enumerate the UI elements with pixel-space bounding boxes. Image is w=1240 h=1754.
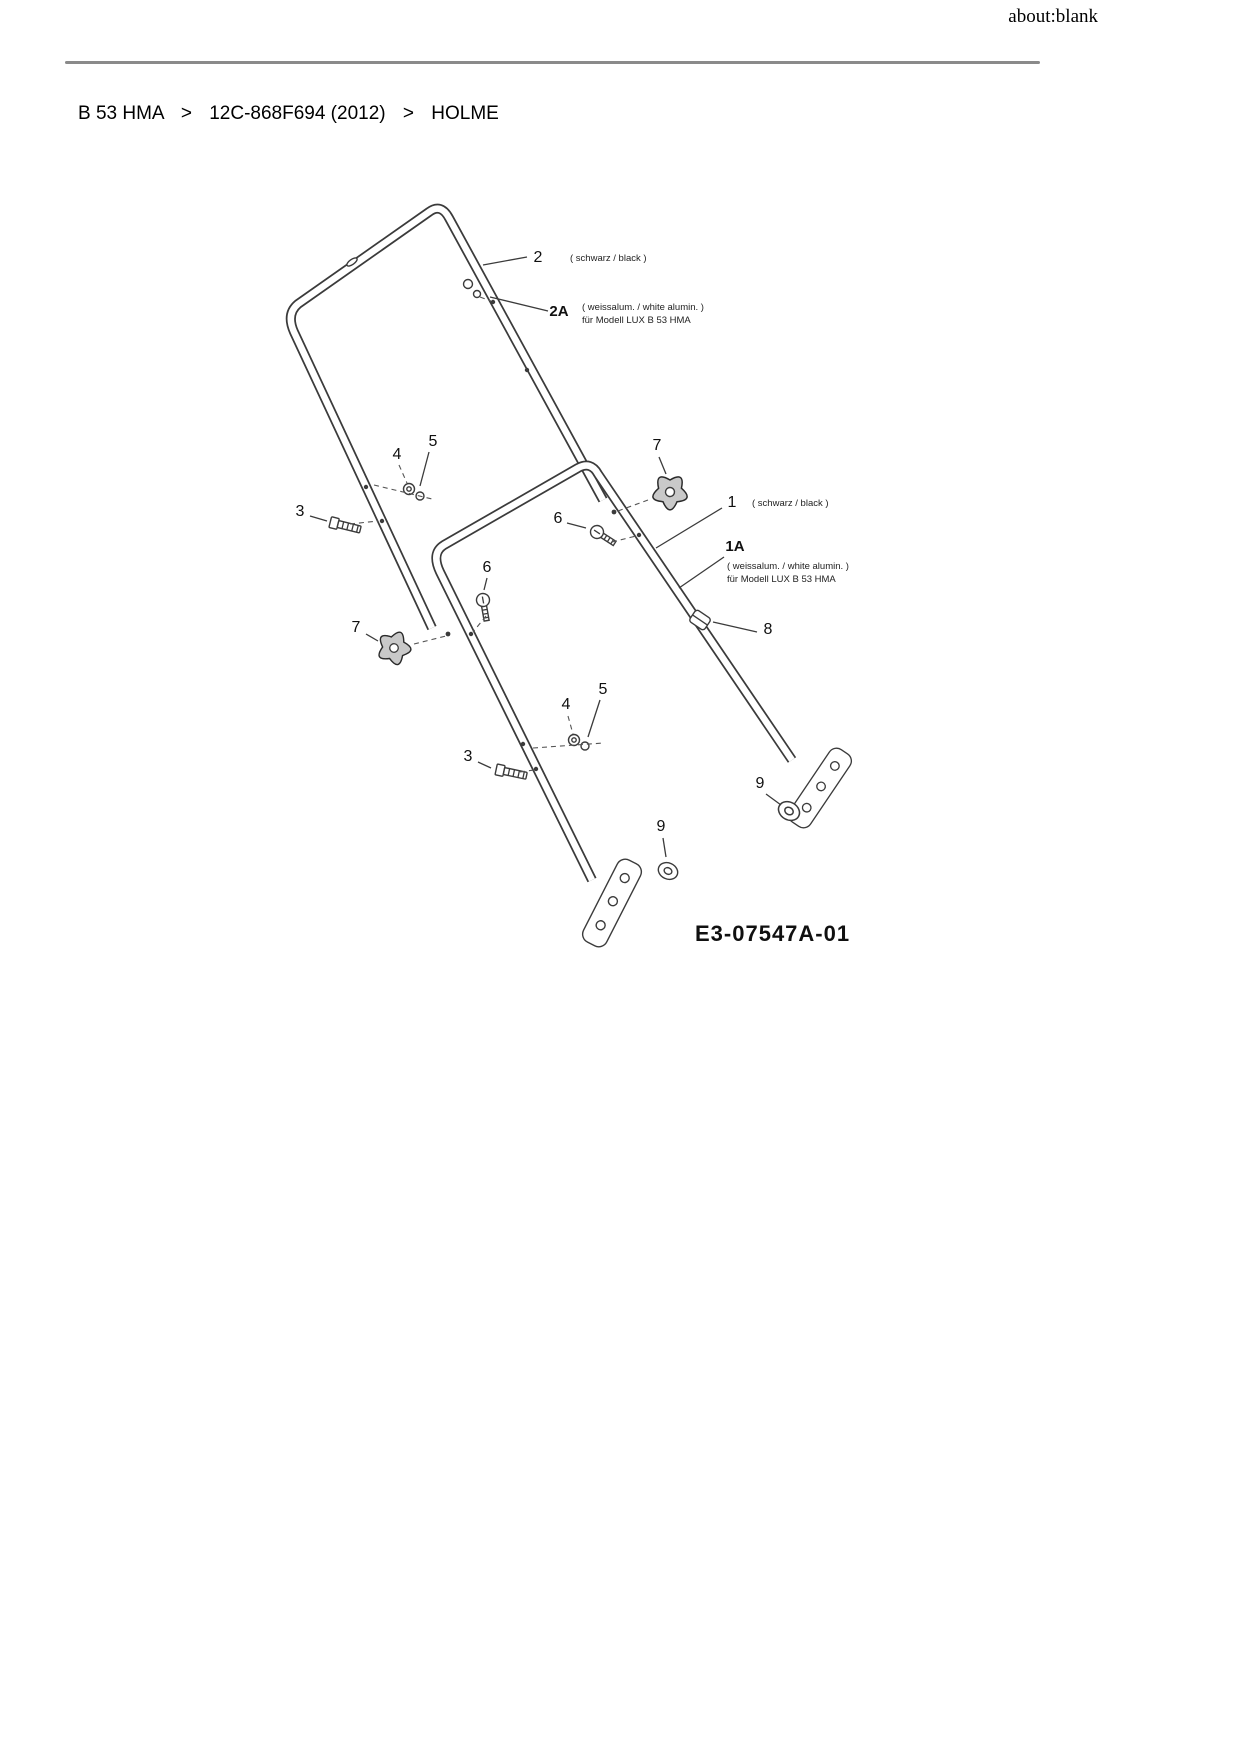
upper-handle-tube	[287, 205, 606, 630]
callout-8: 8	[764, 621, 773, 638]
callout-5-top: 5	[429, 433, 438, 450]
bottom-washer-nut-parts-4-5	[567, 733, 590, 751]
cable-clip-part-8	[689, 609, 711, 631]
lower-handle-tube	[433, 462, 795, 882]
top-small-screws	[462, 278, 482, 299]
bottom-bolt-part-3	[494, 763, 529, 782]
callout-1: 1	[728, 494, 737, 511]
callout-2a-note-line1: ( weissalum. / white alumin. )	[582, 302, 704, 313]
breadcrumb: B 53 HMA > 12C-868F694 (2012) > HOLME	[78, 103, 499, 125]
left-star-knob-part-7	[377, 629, 414, 667]
callout-5-bottom: 5	[599, 681, 608, 698]
breadcrumb-section: HOLME	[431, 103, 499, 124]
breadcrumb-separator: >	[402, 103, 414, 124]
grip-hole	[346, 257, 358, 267]
callout-1a-note-line1: ( weissalum. / white alumin. )	[727, 561, 849, 572]
callout-1a: 1A	[725, 538, 744, 555]
tube-mounting-holes	[363, 299, 642, 772]
callout-3-top: 3	[296, 503, 305, 520]
callout-9-left: 9	[657, 818, 666, 835]
breadcrumb-model: B 53 HMA	[78, 103, 164, 124]
callout-2-note: ( schwarz / black )	[570, 253, 647, 264]
callout-leader-lines	[309, 256, 782, 858]
callout-6-mid: 6	[483, 559, 492, 576]
callout-4-top: 4	[393, 446, 402, 463]
left-grommet-part-9	[654, 858, 682, 884]
assembly-axis-lines	[349, 296, 649, 773]
top-bolt-part-3	[328, 516, 363, 536]
callout-1a-note-line2: für Modell LUX B 53 HMA	[727, 574, 836, 585]
right-star-knob-part-7	[649, 470, 694, 515]
parts-exploded-diagram: 2 ( schwarz / black ) 2A ( weissalum. / …	[285, 203, 856, 951]
breadcrumb-separator: >	[180, 103, 192, 124]
header-divider	[65, 61, 1040, 64]
callout-9-right: 9	[756, 775, 765, 792]
callout-1-note: ( schwarz / black )	[752, 498, 829, 509]
callout-2a: 2A	[549, 303, 568, 320]
browser-page-url: about:blank	[1008, 6, 1098, 27]
callout-3-bottom: 3	[464, 748, 473, 765]
upper-screw-part-6	[587, 522, 619, 550]
callout-2a-note-line2: für Modell LUX B 53 HMA	[582, 315, 691, 326]
breadcrumb-article: 12C-868F694 (2012)	[209, 103, 386, 124]
diagram-code: E3-07547A-01	[695, 921, 850, 946]
callout-4-bottom: 4	[562, 696, 571, 713]
callout-6-upper: 6	[554, 510, 563, 527]
callout-7-left: 7	[352, 619, 361, 636]
top-washer-nut-parts-4-5	[402, 482, 425, 501]
callout-2: 2	[534, 249, 543, 266]
callout-7-right: 7	[653, 437, 662, 454]
